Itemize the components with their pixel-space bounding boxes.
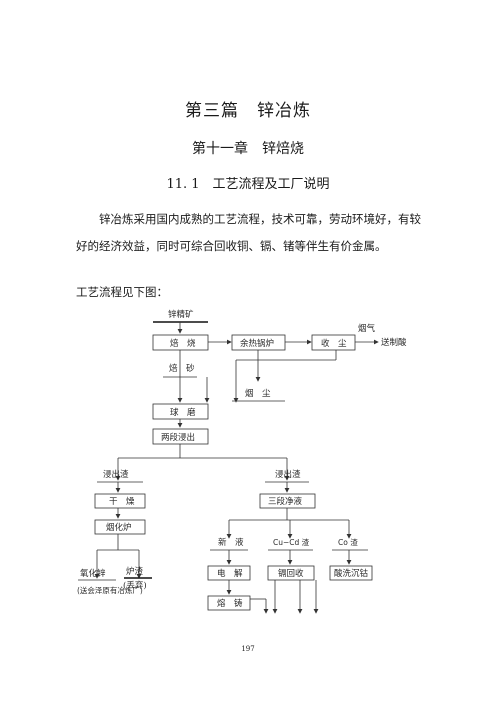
flow-intro: 工艺流程见下图： (76, 285, 168, 299)
three-stage-purify-box (259, 493, 316, 509)
calcine-label: 焙 砂 (169, 363, 195, 374)
electrowinning-label: 电 解 (217, 568, 243, 579)
roasting-box (152, 334, 209, 351)
drying-box (94, 493, 146, 509)
cadmium-recovery-box (267, 565, 315, 581)
part-title: 第三篇 锌冶炼 (185, 101, 311, 121)
zinc-oxide-label: 氧化锌 (80, 568, 106, 579)
body-paragraph: 锌冶炼采用国内成熟的工艺流程，技术可靠，劳动环境好，有较好的经济效益，同时可综合… (76, 212, 421, 253)
dust-collection-box (311, 334, 356, 351)
flue-gas-label: 烟气 (358, 323, 376, 334)
waste-heat-boiler-box (231, 334, 286, 351)
casting-box (207, 595, 251, 611)
furnace-slag-label: 炉渣 (126, 566, 144, 577)
to-germanium-plant-label: (送会泽原有冶炼厂) (77, 585, 143, 595)
casting-label: 熔 铸 (217, 598, 243, 609)
dust-collection-label: 收 尘 (321, 338, 347, 349)
leach-solution-label: 浸出渣 (275, 469, 301, 480)
fuming-furnace-label: 烟化炉 (106, 522, 132, 533)
acid-wash-co-box (329, 565, 373, 581)
cu-cd-residue-label: Cu−Cd 渣 (273, 537, 310, 547)
co-residue-label: Co 渣 (338, 537, 358, 547)
section-title: 11. 1 工艺流程及工厂说明 (166, 177, 330, 192)
zinc-concentrate-label: 锌精矿 (168, 309, 194, 320)
ball-mill-box (152, 403, 209, 420)
smoke-dust-label: 烟 尘 (245, 388, 271, 399)
waste-heat-boiler-label: 余热锅炉 (240, 338, 274, 349)
two-stage-leach-label: 两段浸出 (161, 432, 195, 443)
two-stage-leach-box (152, 428, 209, 445)
ball-mill-label: 球 磨 (170, 407, 196, 418)
leach-residue-label: 浸出渣 (103, 469, 129, 480)
acid-wash-co-label: 酸洗沉钴 (334, 568, 369, 579)
chapter-title: 第十一章 锌焙烧 (192, 141, 304, 157)
new-solution-label: 新 液 (218, 537, 244, 548)
three-stage-purify-label: 三段净液 (268, 496, 303, 507)
fuming-furnace-box (94, 519, 146, 535)
drying-label: 干 燥 (109, 496, 135, 507)
discard-label: (丢弃) (123, 580, 147, 591)
cadmium-recovery-label: 镉回收 (278, 568, 304, 579)
roasting-label: 焙 烧 (170, 338, 196, 349)
to-acid-plant-label: 送制酸 (381, 337, 407, 348)
page-number: 197 (241, 645, 255, 653)
